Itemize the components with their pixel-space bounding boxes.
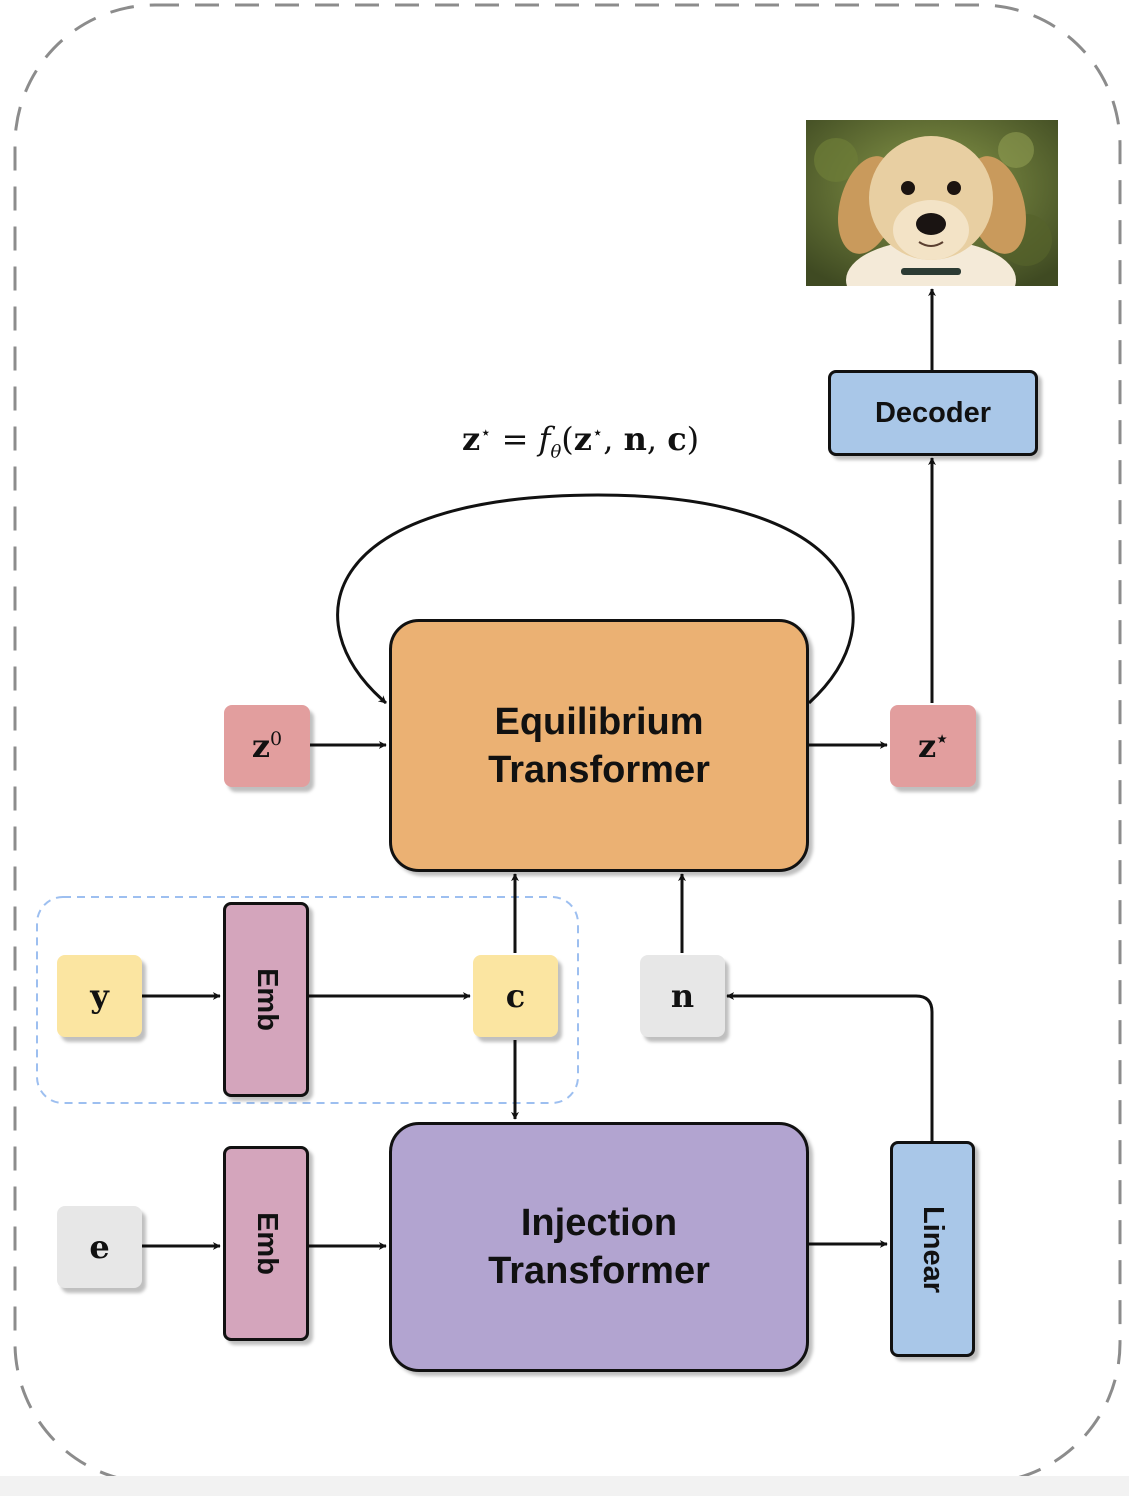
- fixed-point-equation: z⋆ = fθ(z⋆, n, c): [462, 420, 699, 462]
- z0-base: z: [251, 727, 271, 765]
- emb-bottom-label: Emb: [250, 1212, 283, 1275]
- conditioning-group: [36, 896, 579, 1104]
- eq-arg-star: ⋆: [591, 422, 604, 444]
- e-token: e: [57, 1206, 142, 1288]
- z0-sup: 0: [270, 728, 283, 750]
- equilibrium-transformer-block: Equilibrium Transformer: [389, 619, 809, 872]
- eq-paren-open: (: [561, 420, 574, 458]
- zstar-sup: ⋆: [936, 728, 949, 750]
- injection-transformer-label: Injection Transformer: [488, 1202, 710, 1292]
- decoder-block: Decoder: [828, 370, 1038, 456]
- e-label: e: [89, 1228, 110, 1266]
- linear-block: Linear: [890, 1141, 975, 1357]
- zstar-base: z: [917, 727, 937, 765]
- decoder-label: Decoder: [874, 396, 992, 429]
- injection-transformer-block: Injection Transformer: [389, 1122, 809, 1372]
- c-label: c: [505, 977, 526, 1015]
- c-token: c: [473, 955, 558, 1037]
- eq-equals: =: [501, 420, 529, 458]
- eq-f: f: [538, 420, 551, 458]
- arrow-linear-to-n: [726, 992, 934, 1141]
- eq-arg-z: z: [573, 420, 592, 458]
- eq-comma-1: ,: [603, 420, 614, 458]
- linear-label: Linear: [917, 1205, 949, 1293]
- eq-arg-n: n: [623, 420, 647, 458]
- equilibrium-transformer-label: Equilibrium Transformer: [488, 700, 710, 791]
- y-token: y: [57, 955, 142, 1037]
- eq-theta: θ: [550, 441, 562, 463]
- zstar-token: z⋆: [890, 705, 976, 787]
- y-label: y: [90, 977, 109, 1015]
- emb-block-top: Emb: [223, 902, 309, 1097]
- loop-arrow: [336, 493, 855, 705]
- n-label: n: [670, 977, 695, 1015]
- bottom-fade: [0, 1476, 1129, 1496]
- eq-arg-c: c: [667, 420, 687, 458]
- eq-star: ⋆: [480, 422, 492, 444]
- output-image-puppy: [806, 120, 1058, 286]
- eq-z: z: [462, 420, 481, 458]
- emb-top-label: Emb: [250, 968, 283, 1031]
- eq-comma-2: ,: [646, 420, 658, 458]
- n-token: n: [640, 955, 725, 1037]
- eq-paren-close: ): [686, 420, 700, 458]
- outer-frame: [13, 3, 1122, 1485]
- emb-block-bottom: Emb: [223, 1146, 309, 1341]
